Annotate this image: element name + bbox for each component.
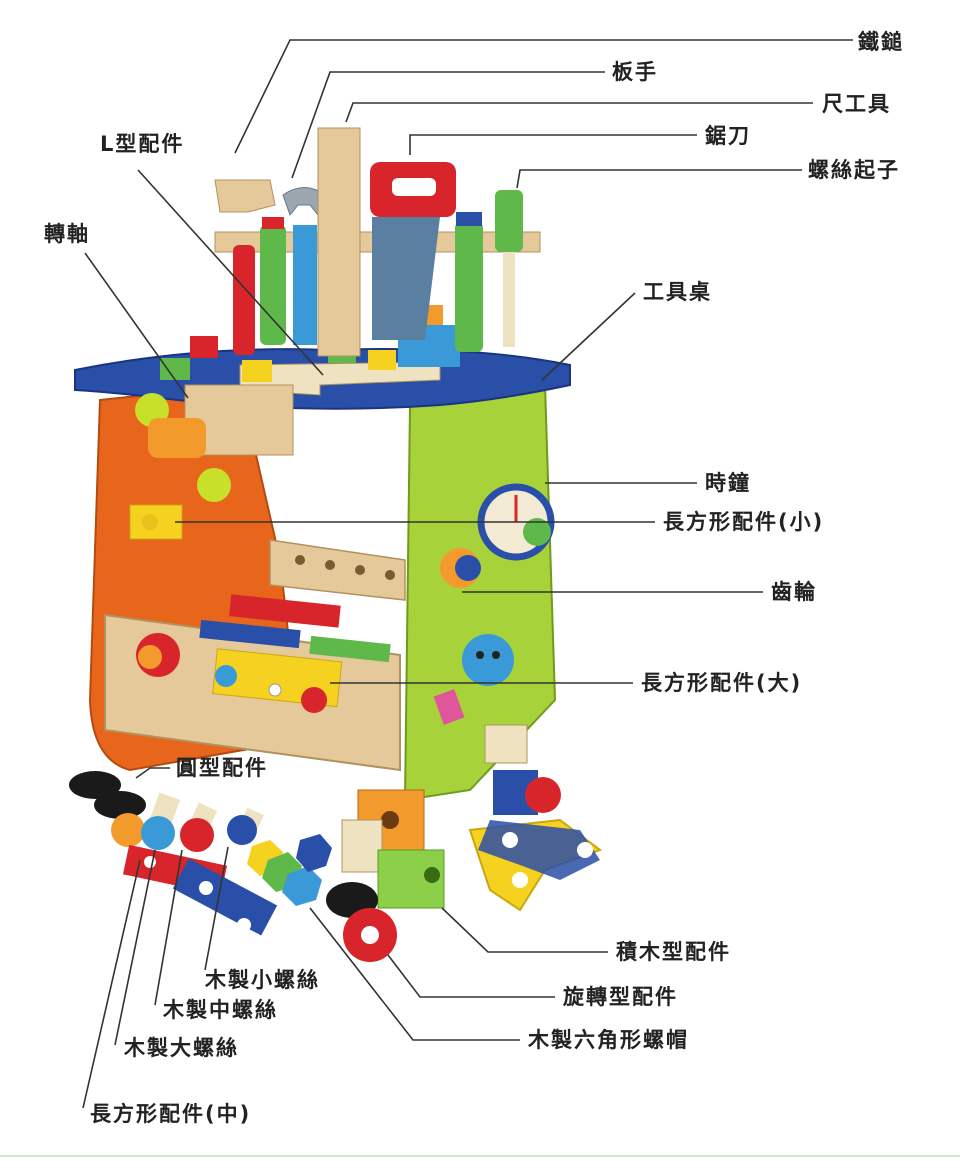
label-small-screw: 木製小螺絲 [205, 968, 320, 992]
gear [440, 548, 481, 588]
hex-nuts [247, 834, 332, 906]
label-workbench: 工具桌 [643, 280, 712, 304]
label-l-piece: L型配件 [100, 132, 185, 156]
leader-xuanzhuan [387, 954, 555, 998]
leader-l-peijian [137, 169, 324, 376]
label-medium-screw: 木製中螺絲 [163, 998, 278, 1022]
leader-changfang-zhong [82, 859, 141, 1109]
medium-rectangle-pieces [122, 844, 278, 936]
leader-zhuanzhou [84, 252, 189, 399]
leader-tiechui [234, 39, 853, 154]
wrench [282, 187, 326, 345]
label-spinner-piece: 旋轉型配件 [563, 985, 678, 1009]
leader-chigongju [345, 102, 813, 123]
label-block-piece: 積木型配件 [616, 940, 731, 964]
bottom-divider [0, 1155, 960, 1157]
leader-banshou [291, 71, 605, 179]
round-pieces [69, 771, 146, 847]
leader-zhong-luosi [154, 849, 183, 1006]
label-medium-rectangle: 長方形配件(中) [90, 1102, 252, 1126]
leader-liujiao [309, 907, 520, 1041]
label-round-piece: 圓型配件 [176, 756, 268, 780]
cat-decoration [433, 634, 514, 725]
axle-assembly [135, 384, 294, 502]
screwdriver [495, 190, 523, 347]
saw [370, 162, 456, 340]
leader-luosiqizi [516, 169, 802, 189]
label-hammer: 鐵鎚 [858, 30, 904, 54]
label-large-rectangle: 長方形配件(大) [641, 671, 803, 695]
leader-lines [82, 39, 853, 1109]
label-clock: 時鐘 [705, 471, 751, 495]
label-axle: 轉軸 [44, 222, 90, 246]
label-ruler: 尺工具 [822, 92, 891, 116]
leader-judao [409, 134, 697, 155]
label-wrench: 板手 [612, 60, 658, 84]
workbench-illustration [69, 127, 603, 962]
label-screwdriver: 螺絲起子 [808, 158, 900, 182]
leader-yuanxing [135, 767, 170, 779]
label-saw: 鋸刀 [705, 124, 751, 148]
label-small-rectangle: 長方形配件(小) [663, 510, 825, 534]
label-hex-nut: 木製六角形螺帽 [528, 1028, 689, 1052]
hammer [214, 179, 276, 355]
label-large-screw: 木製大螺絲 [124, 1036, 239, 1060]
spinner-piece [468, 818, 603, 912]
leader-gongjuzhuo [541, 292, 636, 381]
leader-xiao-luosi [204, 846, 229, 971]
label-gear: 齒輪 [771, 580, 817, 604]
leader-jimu [441, 907, 608, 953]
wooden-screws [141, 792, 264, 852]
leader-da-luosi [114, 849, 156, 1046]
back-shelf [269, 539, 406, 601]
ruler-tool [317, 127, 361, 357]
block-pieces [341, 789, 445, 909]
